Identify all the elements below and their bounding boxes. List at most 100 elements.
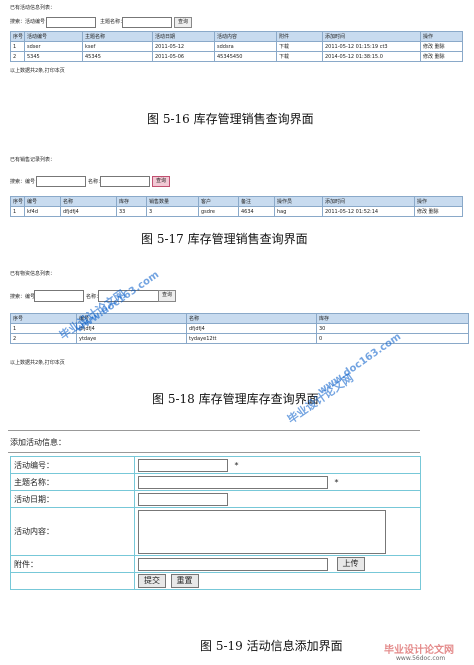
column-header: 库存 <box>316 313 469 324</box>
fig19-subject-label: 主题名称： <box>10 473 135 491</box>
table-cell: tydaye12tt <box>186 333 317 344</box>
column-header: 序号 <box>10 31 25 42</box>
column-header: 附件 <box>276 31 323 42</box>
fig16-subject-input[interactable] <box>122 17 172 28</box>
fig16-search-label-code: 搜索：活动编号： <box>10 19 51 25</box>
fig19-top-rule <box>8 430 420 431</box>
table-cell[interactable]: 修改 删除 <box>414 206 463 217</box>
column-header: 添加时间 <box>322 31 421 42</box>
column-header: 销售数量 <box>146 196 199 207</box>
column-header: 名称 <box>186 313 317 324</box>
fig16-list-title: 已有活动信息列表： <box>10 5 56 11</box>
activity-date-input[interactable] <box>138 492 228 506</box>
column-header: 活动日期 <box>152 31 215 42</box>
fig19-content-label: 活动内容： <box>10 507 135 556</box>
table-cell: gsdre <box>198 206 239 217</box>
fig16-code-input[interactable] <box>46 17 96 28</box>
table-cell: 45345450 <box>214 51 277 62</box>
fig17-name-input[interactable] <box>100 176 150 187</box>
table-cell: 1 <box>10 206 25 217</box>
table-cell[interactable]: 修改 删除 <box>420 51 463 62</box>
table-cell: 2011-05-12 01:15:19 ct3 <box>322 41 421 52</box>
fig18-code-input[interactable] <box>34 290 84 302</box>
fig19-form-table: 活动编号： * 主题名称： * 活动日期： 活动内容： 附件： 上传 提交 重置 <box>10 456 421 590</box>
fig18-search-label-code: 搜索：编号： <box>10 294 41 300</box>
fig19-form-title: 添加活动信息： <box>10 438 66 447</box>
table-cell: 30 <box>316 323 469 334</box>
fig18-caption: 图 5-18 库存管理库存查询界面 <box>152 392 319 406</box>
submit-button[interactable]: 提交 <box>138 574 166 588</box>
fig16-footer: 以上数据共2条,打印本页 <box>10 68 65 74</box>
table-cell[interactable]: 下载 <box>276 51 323 62</box>
table-cell: 5345 <box>24 51 83 62</box>
column-header: 客户 <box>198 196 239 207</box>
activity-content-textarea[interactable] <box>138 509 386 554</box>
fig19-code-label: 活动编号： <box>10 456 135 474</box>
column-header: 名称 <box>60 196 117 207</box>
fig16-caption: 图 5-16 库存管理销售查询界面 <box>147 112 314 126</box>
table-cell: 4634 <box>238 206 275 217</box>
fig17-search-label-name: 名称： <box>88 179 104 185</box>
column-header: 操作员 <box>274 196 323 207</box>
table-cell: hag <box>274 206 323 217</box>
fig16-search-label-subject: 主题名称： <box>100 19 126 25</box>
column-header: 编号 <box>24 196 61 207</box>
code-required-mark: * <box>234 460 239 470</box>
watermark-url-bottom: www.56doc.com <box>396 655 446 662</box>
upload-button[interactable]: 上传 <box>336 557 365 571</box>
table-cell: 33 <box>116 206 147 217</box>
reset-button[interactable]: 重置 <box>170 574 199 588</box>
table-cell: dfjdfj4 <box>60 206 117 217</box>
column-header: 库存 <box>116 196 147 207</box>
table-cell: 2011-05-12 01:52:14 <box>322 206 415 217</box>
fig18-footer: 以上数据共2条,打印本页 <box>10 360 65 366</box>
table-cell: 0 <box>316 333 469 344</box>
fig19-caption: 图 5-19 活动信息添加界面 <box>200 639 343 653</box>
fig17-query-button[interactable]: 查询 <box>152 176 170 187</box>
table-cell: 1 <box>10 41 25 52</box>
column-header: 操作 <box>420 31 463 42</box>
fig17-code-input[interactable] <box>36 176 86 187</box>
column-header: 活动内容 <box>214 31 277 42</box>
fig19-attach-label: 附件： <box>10 555 135 573</box>
fig19-title-rule <box>8 452 420 453</box>
fig18-list-title: 已有物资信息列表： <box>10 271 56 277</box>
column-header: 活动编号 <box>24 31 83 42</box>
column-header: 添加时间 <box>322 196 415 207</box>
fig18-search-label-name: 名称： <box>86 294 102 300</box>
table-cell: 45345 <box>82 51 153 62</box>
fig18-query-button[interactable]: 查询 <box>158 290 176 302</box>
fig17-caption: 图 5-17 库存管理销售查询界面 <box>141 232 308 246</box>
table-cell: ksef <box>82 41 153 52</box>
column-header: 主题名称 <box>82 31 153 42</box>
table-cell: dfjdfj4 <box>186 323 317 334</box>
watermark-cn-bottom: 毕业设计论文网 <box>384 645 454 656</box>
column-header: 备注 <box>238 196 275 207</box>
column-header: 序号 <box>10 196 25 207</box>
fig17-list-title: 已有销售记录列表： <box>10 157 56 163</box>
table-cell[interactable]: 下载 <box>276 41 323 52</box>
table-header-row: 序号活动编号主题名称活动日期活动内容附件添加时间操作 <box>10 31 463 42</box>
activity-code-input[interactable] <box>138 458 228 472</box>
table-cell: 2014-05-12 01:38:15.0 <box>322 51 421 62</box>
table-cell: sddsra <box>214 41 277 52</box>
fig19-date-label: 活动日期： <box>10 490 135 508</box>
table-cell: 2 <box>10 51 25 62</box>
fig16-query-button[interactable]: 查询 <box>174 17 192 28</box>
table-cell: sdser <box>24 41 83 52</box>
attachment-input[interactable] <box>138 557 328 571</box>
table-header-row: 序号编号名称库存销售数量客户备注操作员添加时间操作 <box>10 196 463 207</box>
table-cell[interactable]: 修改 删除 <box>420 41 463 52</box>
table-cell: 2011-05-06 <box>152 51 215 62</box>
fig17-search-label-code: 搜索：编号： <box>10 179 41 185</box>
subject-name-input[interactable] <box>138 475 328 489</box>
table-cell: 2011-05-12 <box>152 41 215 52</box>
table-cell: 3 <box>146 206 199 217</box>
column-header: 操作 <box>414 196 463 207</box>
table-cell: kf4d <box>24 206 61 217</box>
